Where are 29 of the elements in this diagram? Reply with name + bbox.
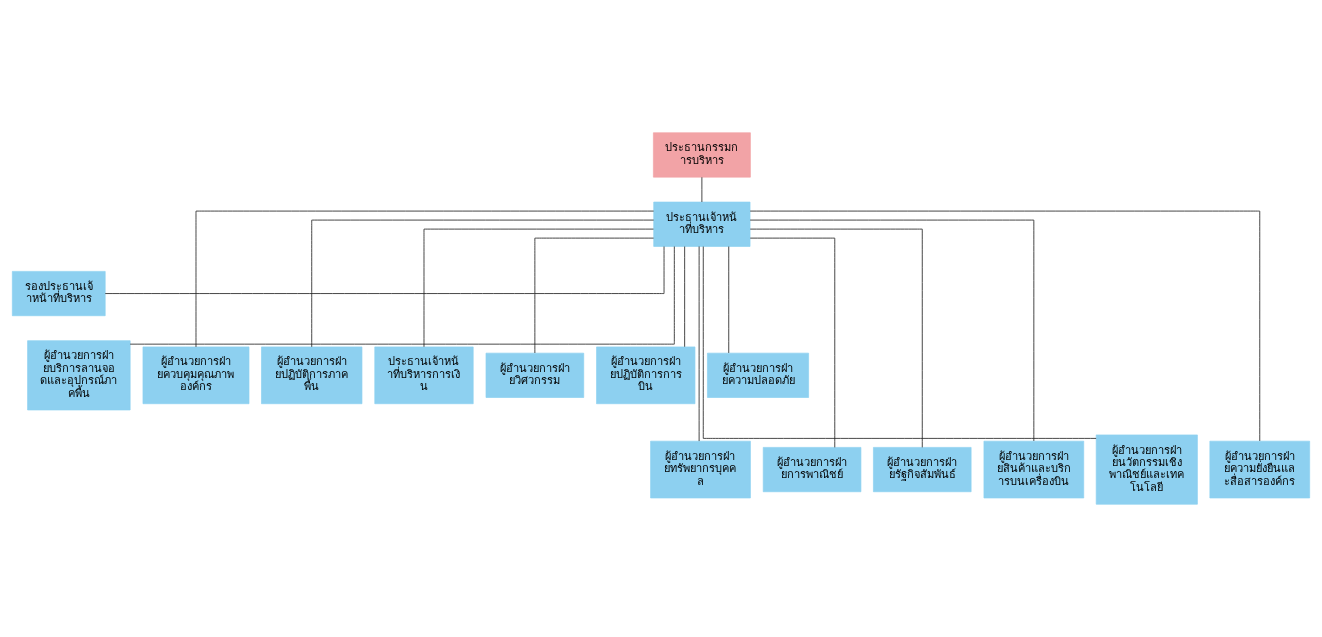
node-box: ประธานเจ้าหน้าที่บริหารการเงิน (374, 346, 474, 405)
connector (534, 237, 654, 354)
connector (749, 237, 836, 448)
connector (129, 246, 675, 345)
connector (195, 210, 655, 348)
connector (311, 219, 655, 348)
connector (728, 246, 730, 354)
node-box: ประธานเจ้าหน้าที่บริหาร (653, 201, 751, 247)
node-box: ผู้อำนวยการฝ่ายบริการลานจอดและอุปกรณ์ภาคพื้น (27, 340, 131, 411)
connector (749, 210, 1261, 442)
node-box: ผู้อำนวยการฝ่ายรัฐกิจสัมพันธ์ (873, 447, 972, 493)
node-box: ผู้อำนวยการฝ่ายสินค้าและบริการบนเครื่องบิน (983, 440, 1085, 499)
connector (684, 246, 686, 348)
node-box: ผู้อำนวยการฝ่ายความยั่งยืนและสื่อสารองค์กร (1209, 440, 1310, 499)
connector (749, 228, 923, 448)
connector (423, 228, 654, 348)
node-box: ผู้อำนวยการฝ่ายวิศวกรรม (485, 352, 585, 398)
node-box: ผู้อำนวยการฝ่ายนวัตกรรมเชิงพาณิชย์และเทคโนโลยี (1095, 434, 1198, 505)
node-box: รองประธานเจ้าหน้าที่บริหาร (12, 271, 106, 317)
node-box: ผู้อำนวยการฝ่ายการพาณิชย์ (762, 447, 862, 493)
connector (749, 219, 1035, 442)
node-box: ผู้อำนวยการฝ่ายปฏิบัติการภาคพื้น (261, 346, 363, 405)
connector (702, 246, 1097, 439)
connector (104, 246, 665, 294)
node-box: ผู้อำนวยการฝ่ายปฏิบัติการการบิน (596, 346, 696, 405)
node-box: ผู้อำนวยการฝ่ายความปลอดภัย (707, 352, 809, 398)
node-box: ประธานกรรมการบริหาร (653, 132, 751, 178)
node-box: ผู้อำนวยการฝ่ายทรัพยากรบุคคล (650, 440, 751, 499)
node-box: ผู้อำนวยการฝ่ายควบคุมคุณภาพองค์กร (142, 346, 250, 405)
